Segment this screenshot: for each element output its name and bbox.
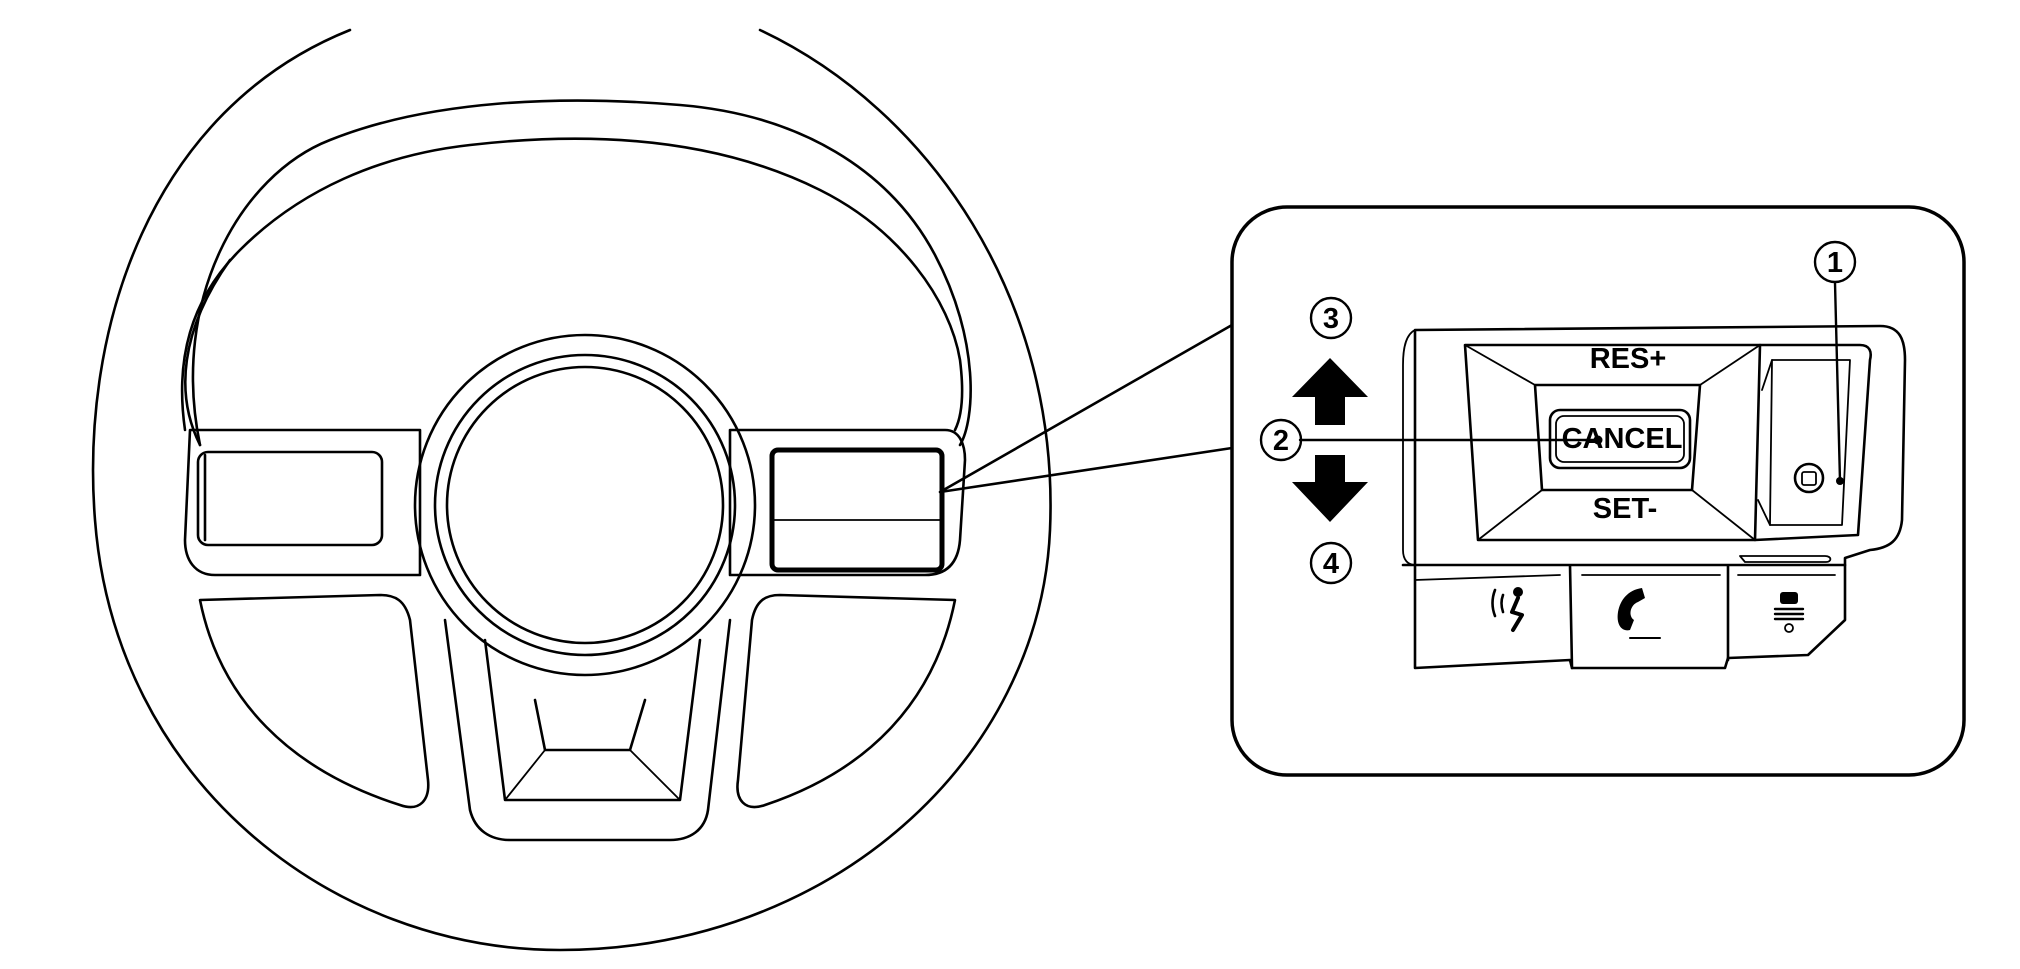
- switch-housing: [1413, 324, 1907, 670]
- phone-button[interactable]: [1617, 588, 1661, 639]
- callout-1-leader: [1833, 281, 1842, 483]
- left-spoke: [183, 428, 422, 577]
- set-minus-label[interactable]: SET-: [1593, 493, 1657, 525]
- detail-box-frame: [1230, 205, 1966, 777]
- vehicle-distance-button[interactable]: [1793, 462, 1844, 494]
- lower-spoke-panel: [533, 698, 647, 752]
- detail-inset: RES+ CANCEL SET-: [1230, 205, 1966, 777]
- vehicle-distance-icon: [1793, 462, 1825, 494]
- distance-switch-panel: [1753, 343, 1872, 542]
- wheel-outer-rim: [91, 28, 1052, 952]
- steering-wheel: [91, 28, 1052, 952]
- lower-spoke-bevel: [504, 749, 681, 801]
- bottom-button-tops: [1414, 574, 1836, 581]
- right-spoke: [728, 428, 967, 577]
- zoom-leader-lines: [938, 323, 1234, 494]
- left-switch-panel: [196, 450, 384, 547]
- voice-recognition-icon: [1491, 587, 1524, 632]
- lane-assist-button[interactable]: [1773, 592, 1805, 633]
- callout-4: 4: [1309, 541, 1353, 585]
- wheel-inner-rim-upper-left: [184, 258, 232, 447]
- lower-spoke-inner: [483, 638, 702, 802]
- voice-recognition-button[interactable]: [1491, 587, 1524, 632]
- callout-2: 2: [1259, 418, 1303, 462]
- callout-1: 1: [1813, 240, 1857, 284]
- bottom-button-dividers: [1401, 563, 1847, 670]
- callout-2-number: 2: [1273, 425, 1289, 457]
- callout-4-number: 4: [1323, 548, 1339, 580]
- phone-icon: [1617, 588, 1661, 639]
- lower-right-opening: [736, 593, 957, 809]
- wheel-inner-rim: [191, 99, 972, 447]
- housing-left-edge: [1402, 329, 1416, 566]
- callout-3-number: 3: [1323, 303, 1339, 335]
- right-switch-panel: [769, 447, 945, 573]
- callout-3: 3: [1309, 296, 1353, 340]
- callout-1-number: 1: [1827, 247, 1843, 279]
- lower-left-opening: [198, 593, 430, 809]
- distance-switch-inner: [1769, 359, 1851, 526]
- lower-spoke: [443, 618, 732, 842]
- hub-middle: [433, 353, 737, 657]
- distance-switch-bevel: [1757, 359, 1773, 526]
- lane-assist-icon: [1773, 592, 1805, 633]
- down-arrow: [1292, 455, 1368, 522]
- vehicle-distance-icon-car: [1801, 471, 1817, 486]
- callout-2-dot: [1593, 435, 1603, 445]
- airbag-cover: [445, 365, 725, 645]
- hub-outer: [413, 333, 757, 677]
- up-arrow: [1292, 358, 1368, 425]
- res-plus-label[interactable]: RES+: [1590, 343, 1667, 375]
- bottom-button-ridge: [1739, 555, 1832, 563]
- upper-opening: [180, 137, 964, 432]
- rocker-bevels: [1464, 344, 1761, 541]
